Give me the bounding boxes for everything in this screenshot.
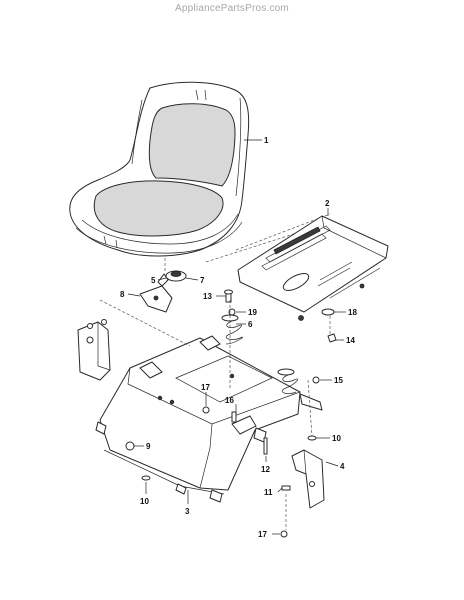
callout-17b: 17 — [258, 530, 267, 539]
callout-16: 16 — [225, 396, 234, 405]
callout-7: 7 — [200, 276, 205, 285]
callout-17a: 17 — [201, 383, 210, 392]
callout-3: 3 — [185, 507, 190, 516]
callout-10b: 10 — [332, 434, 341, 443]
callout-8: 8 — [120, 290, 125, 299]
callout-13: 13 — [203, 292, 212, 301]
spring-front[interactable] — [221, 314, 243, 345]
callout-9: 9 — [146, 442, 151, 451]
bracket-right[interactable] — [291, 449, 325, 509]
callout-1: 1 — [264, 136, 269, 145]
callout-6: 6 — [248, 320, 253, 329]
adjustment-knob[interactable] — [157, 270, 187, 287]
callout-10a: 10 — [140, 497, 149, 506]
callout-11: 11 — [264, 488, 273, 497]
callout-15: 15 — [334, 376, 343, 385]
callout-18: 18 — [348, 308, 357, 317]
seat[interactable] — [69, 81, 250, 257]
callout-14: 14 — [346, 336, 355, 345]
callout-5: 5 — [151, 276, 156, 285]
bracket-left[interactable] — [139, 285, 173, 313]
seat-frame[interactable] — [95, 335, 323, 503]
rear-bracket-left[interactable] — [77, 321, 111, 381]
callout-4: 4 — [340, 462, 345, 471]
seat-pan[interactable] — [237, 215, 389, 321]
callout-2: 2 — [325, 199, 330, 208]
watermark: AppliancePartsPros.com — [175, 3, 289, 14]
leader-lines — [127, 139, 346, 535]
spring-rear[interactable] — [277, 368, 298, 394]
callout-12: 12 — [261, 465, 270, 474]
callout-19: 19 — [248, 308, 257, 317]
